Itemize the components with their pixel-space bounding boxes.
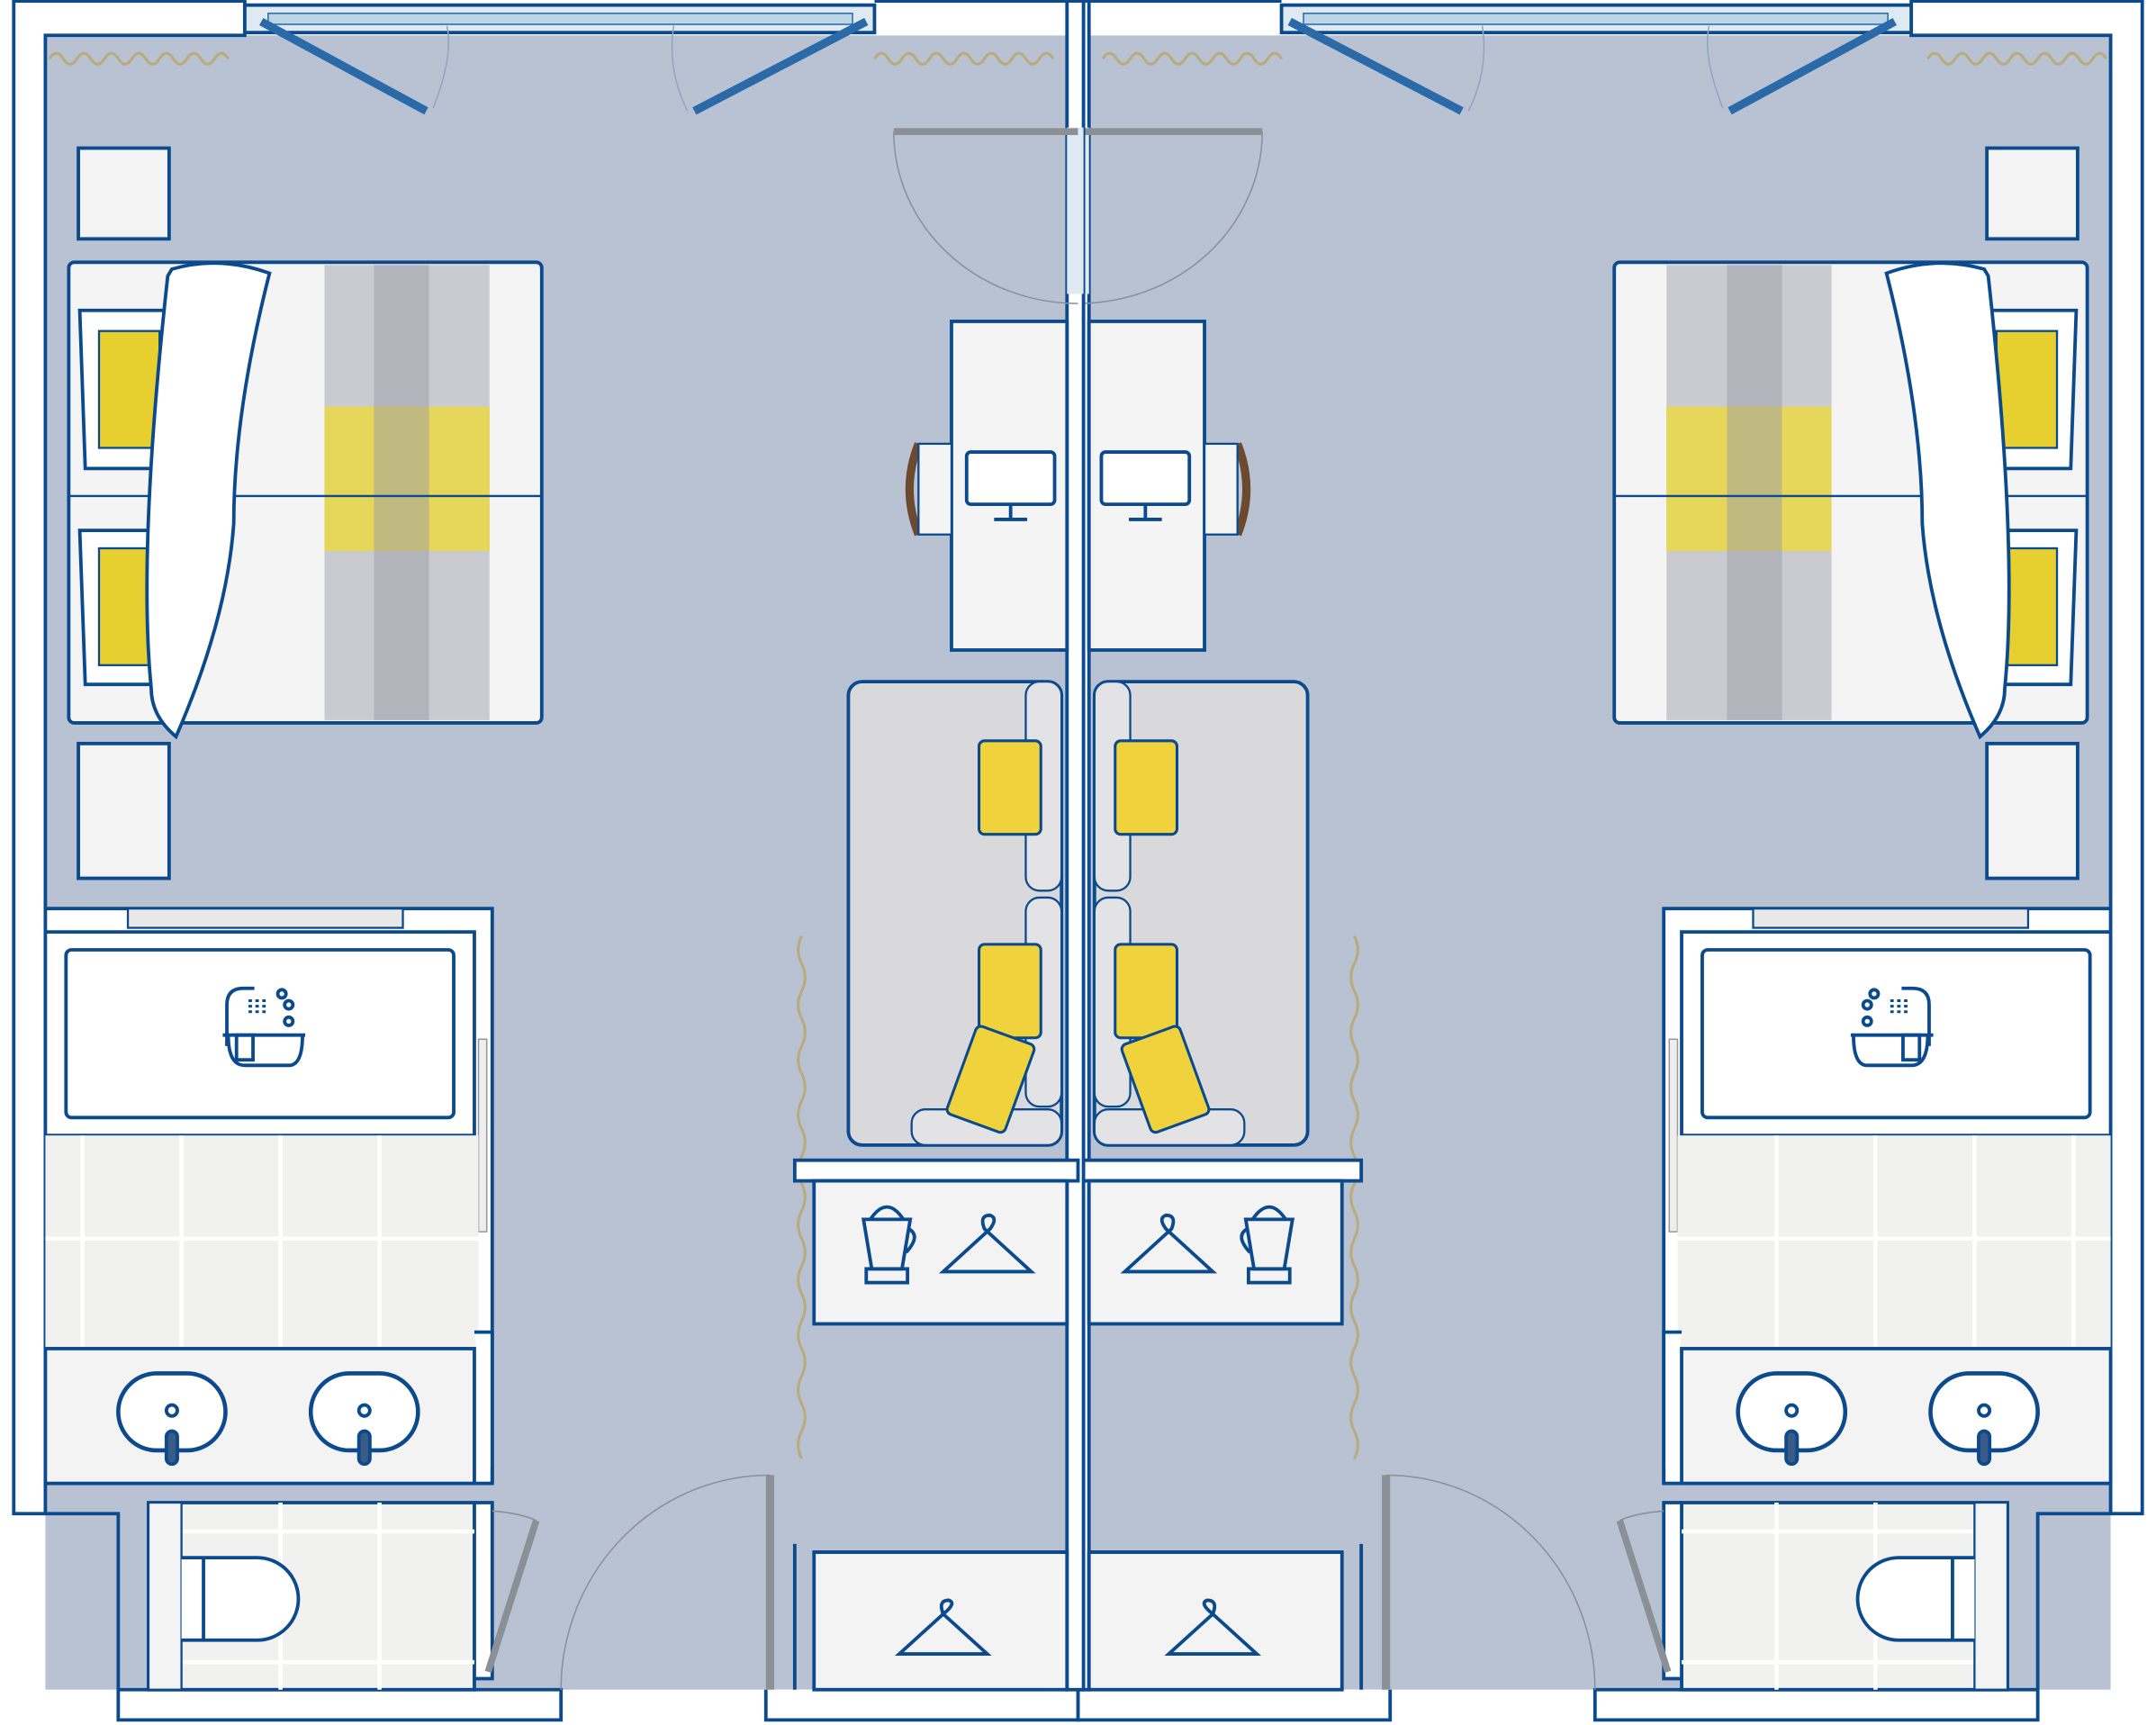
cushion-yellow (1114, 943, 1179, 1040)
wardrobe-wall (1088, 1543, 1364, 1690)
cushion-yellow (1120, 1025, 1211, 1134)
bath-tiles (45, 1135, 479, 1349)
sink-icon (308, 1371, 420, 1467)
cushion-yellow (977, 943, 1042, 1040)
pillow-yellow (97, 330, 161, 449)
blender-icon (861, 1205, 916, 1285)
bathroom (1616, 907, 2113, 1692)
hanger-icon (894, 1598, 992, 1656)
entrance-door-arc (560, 1474, 771, 1690)
outer-wall (1592, 0, 2144, 1722)
window-sash-left (1728, 17, 1897, 115)
wc-cistern (147, 1501, 183, 1691)
sink-icon (1928, 1371, 2040, 1467)
right-room (1070, 0, 2144, 1722)
partition-glass (1067, 127, 1084, 294)
window-swing-arc (432, 25, 689, 112)
outer-wall (12, 0, 564, 1722)
entrance-wall (763, 1689, 1080, 1722)
partition-wall (1065, 0, 1086, 1692)
bathroom-door-leaf (484, 1519, 540, 1674)
shower-glass (477, 1038, 488, 1233)
hanger-icon (938, 1213, 1036, 1274)
shower-glass (1668, 1038, 1679, 1233)
bathtub-shower-icon (1850, 986, 1934, 1068)
connecting-door-arc (893, 131, 1078, 304)
bathroom-door-leaf (1616, 1519, 1672, 1674)
cushion-yellow (977, 739, 1042, 836)
blender-icon (1240, 1205, 1295, 1285)
window-sash-left (259, 17, 428, 115)
duvet-fold (145, 261, 272, 740)
window-glass (1303, 13, 1889, 25)
bathroom-door-arc (492, 1510, 537, 1522)
cushion-yellow (945, 1025, 1036, 1134)
left-room (12, 0, 1086, 1722)
wardrobe (812, 1550, 1069, 1692)
wardrobe (1087, 1550, 1344, 1692)
counter-ledge (792, 1158, 1080, 1183)
window-sash-right (692, 17, 869, 115)
connecting-door-arc (1078, 131, 1263, 304)
wardrobe-wall (792, 1543, 1068, 1690)
sofa (846, 680, 1064, 1147)
chair-seat (1203, 442, 1239, 536)
nightstand (77, 741, 171, 881)
outer-wall-right-segment (1078, 1, 1282, 36)
hanger-icon (1120, 1213, 1218, 1274)
bathtub-shower-icon (222, 986, 306, 1068)
sofa (1092, 680, 1310, 1147)
radiator (126, 908, 404, 929)
bath-wall-stub (1662, 1330, 1682, 1681)
curtain (873, 51, 1055, 66)
counter-ledge (1076, 1158, 1364, 1183)
bath-tiles (1677, 1135, 2111, 1349)
chair-seat (917, 442, 953, 536)
bathroom (43, 907, 540, 1692)
window-swing-arc (1467, 25, 1724, 112)
curtain (1101, 51, 1283, 66)
monitor-icon (1099, 450, 1192, 521)
toilet-icon (181, 1556, 301, 1642)
kitchenette-cabinet (1087, 1179, 1344, 1326)
outer-wall-right-segment (874, 1, 1078, 36)
radiator (1752, 908, 2030, 929)
chair (905, 442, 923, 537)
duvet-fold (1884, 261, 2011, 740)
entrance-door-arc (1385, 1474, 1596, 1690)
bed (67, 260, 544, 740)
cushion-yellow (1114, 739, 1179, 836)
sink-icon (116, 1371, 228, 1467)
nightstand (1985, 146, 2079, 241)
pillow-yellow (1995, 330, 2059, 449)
nightstand (77, 146, 171, 241)
window-sash-right (1287, 17, 1464, 115)
bathroom-door-arc (1619, 1510, 1664, 1522)
bath-wall-stub (474, 1330, 494, 1681)
window-glass (267, 13, 853, 25)
wc-cistern (1973, 1501, 2009, 1691)
sink-icon (1736, 1371, 1848, 1467)
curtain (797, 935, 807, 1459)
curtain (48, 51, 230, 66)
curtain (1349, 935, 1359, 1459)
curtain (1926, 51, 2108, 66)
bed (1612, 260, 2089, 740)
chair (1233, 442, 1251, 537)
monitor-icon (964, 450, 1057, 521)
toilet-icon (1855, 1556, 1975, 1642)
entrance-wall (1076, 1689, 1393, 1722)
nightstand (1985, 741, 2079, 881)
hanger-icon (1164, 1598, 1262, 1656)
kitchenette-cabinet (812, 1179, 1069, 1326)
